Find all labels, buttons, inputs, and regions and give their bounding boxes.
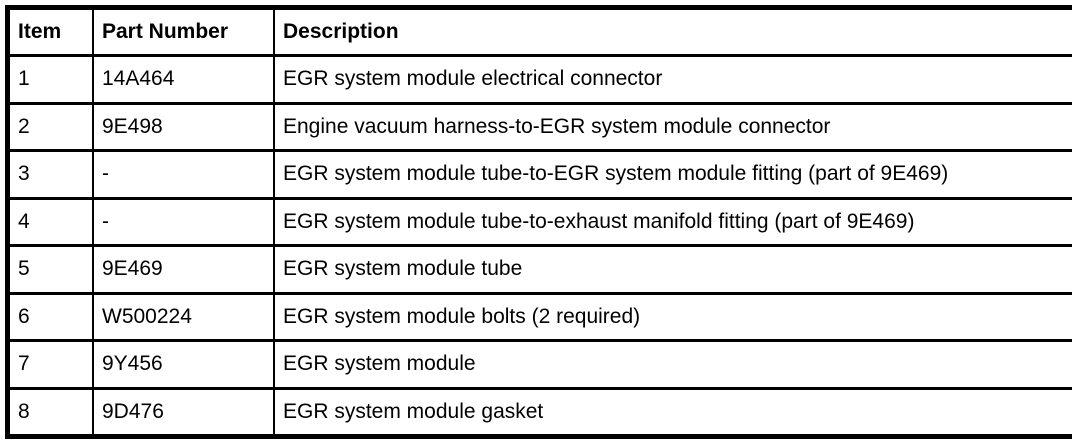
description-cell: EGR system module gasket <box>273 386 1072 438</box>
description-cell: EGR system module tube <box>273 244 1072 295</box>
table-header-row: Item Part Number Description <box>6 6 1072 57</box>
item-cell: 7 <box>6 339 94 390</box>
item-cell: 5 <box>6 244 94 295</box>
description-cell: EGR system module tube-to-exhaust manifo… <box>273 196 1072 247</box>
part-number-cell: 9E469 <box>92 244 275 295</box>
part-number-cell: 9D476 <box>92 386 275 438</box>
column-header-part-number: Part Number <box>92 6 275 57</box>
description-cell: EGR system module <box>273 339 1072 390</box>
part-number-cell: 9E498 <box>92 101 275 152</box>
part-number-cell: 9Y456 <box>92 339 275 390</box>
item-cell: 8 <box>6 386 94 438</box>
item-cell: 1 <box>6 54 94 105</box>
column-header-item: Item <box>6 6 94 57</box>
part-number-cell: 14A464 <box>92 54 275 105</box>
item-cell: 2 <box>6 101 94 152</box>
item-cell: 6 <box>6 291 94 342</box>
part-number-cell: - <box>92 149 275 200</box>
description-cell: EGR system module tube-to-EGR system mod… <box>273 149 1072 200</box>
item-cell: 4 <box>6 196 94 247</box>
description-cell: EGR system module electrical connector <box>273 54 1072 105</box>
column-header-description: Description <box>273 6 1072 57</box>
table-row: 4-EGR system module tube-to-exhaust mani… <box>6 196 1072 247</box>
description-cell: Engine vacuum harness-to-EGR system modu… <box>273 101 1072 152</box>
table-head: Item Part Number Description <box>6 6 1072 57</box>
part-number-cell: W500224 <box>92 291 275 342</box>
item-cell: 3 <box>6 149 94 200</box>
part-number-cell: - <box>92 196 275 247</box>
description-cell: EGR system module bolts (2 required) <box>273 291 1072 342</box>
table-row: 3-EGR system module tube-to-EGR system m… <box>6 149 1072 200</box>
